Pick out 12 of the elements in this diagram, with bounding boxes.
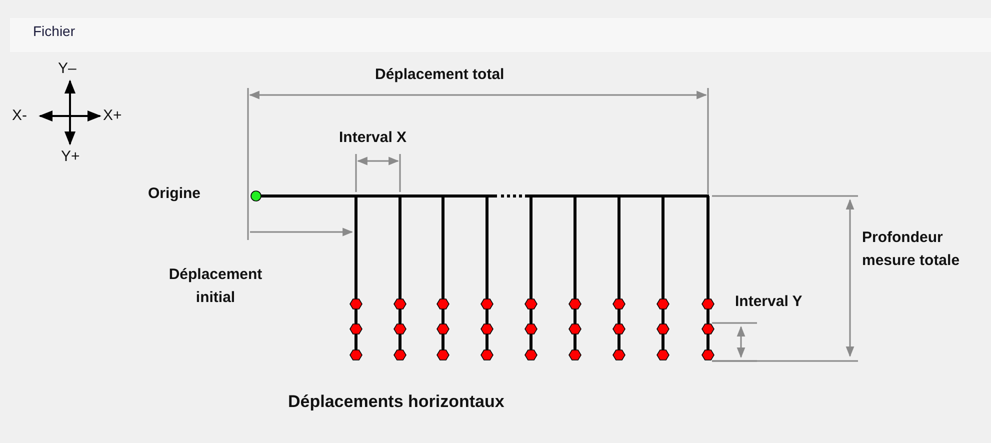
axis-label: Y+ xyxy=(61,148,80,166)
point-label: Origine xyxy=(148,185,201,203)
dimension-label: Déplacement initial xyxy=(168,265,264,308)
caption: Déplacements horizontaux xyxy=(288,392,504,412)
menu-item: Fichier xyxy=(33,23,76,40)
dimension-label: Interval X xyxy=(339,129,407,147)
axis-label: Y– xyxy=(58,60,76,78)
axis-label: X+ xyxy=(103,107,122,125)
axis-label: X- xyxy=(12,107,27,125)
dimension-label: Profondeur mesure totale xyxy=(862,228,961,271)
dimension-label: Interval Y xyxy=(735,293,802,311)
dimension-label: Déplacement total xyxy=(375,66,504,84)
